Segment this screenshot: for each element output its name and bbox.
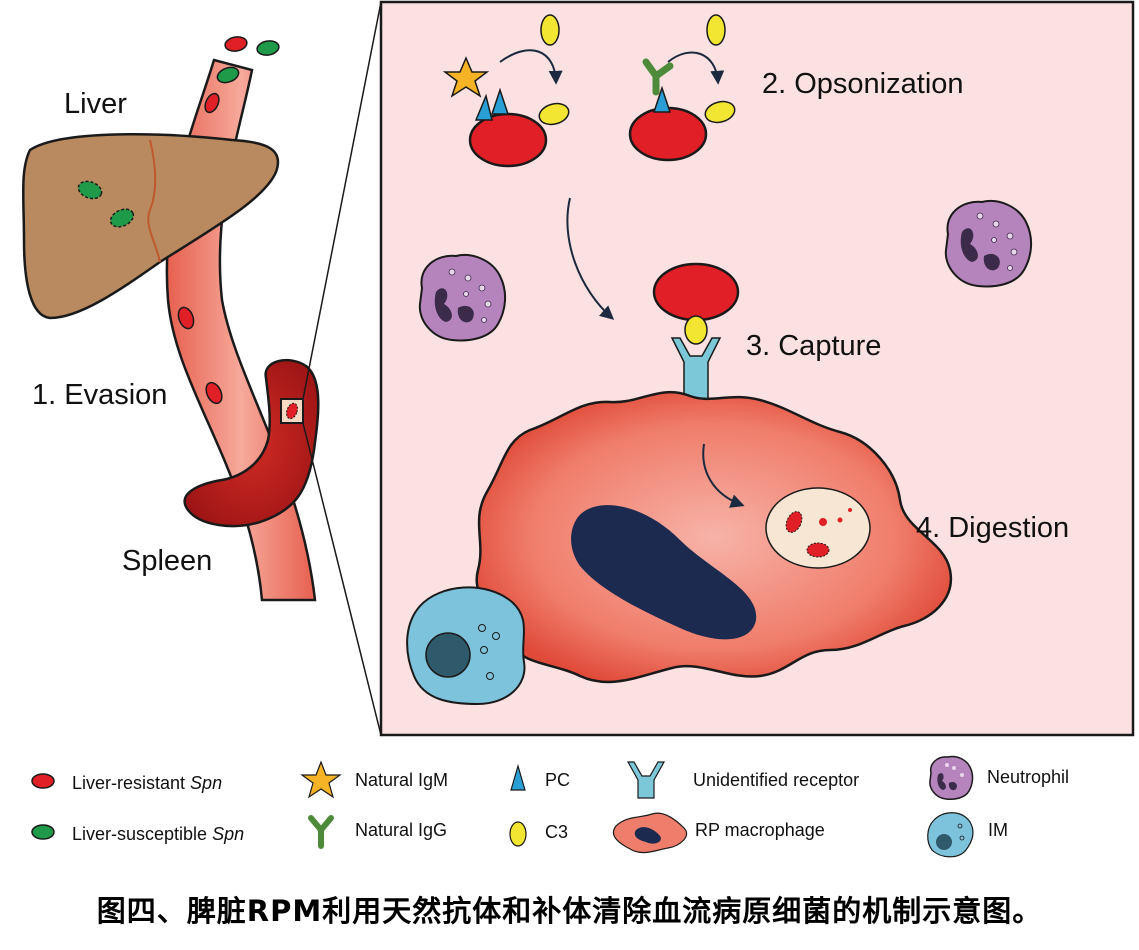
- legend-natural-igg: Natural IgG: [355, 820, 447, 840]
- legend-receptor-icon: [626, 761, 666, 799]
- legend-rp-macrophage: RP macrophage: [695, 820, 825, 840]
- igg-opsonization-complex: [628, 14, 736, 162]
- legend-liver-resistant: Liver-resistant Spn: [72, 773, 222, 793]
- spn-clearance-diagram: Liver 1. Evasion Spleen 2. Opsonization: [21, 0, 1135, 858]
- zoom-line-bottom: [302, 422, 382, 736]
- macrophage-nucleus: [571, 505, 757, 640]
- neutrophil-right: [944, 200, 1032, 288]
- legend-susceptible-swatch: [31, 824, 55, 840]
- legend-neutrophil-icon: [929, 755, 974, 800]
- rp-macrophage: [475, 390, 953, 684]
- spleen-label: Spleen: [122, 545, 212, 577]
- legend-macrophage-icon: [612, 812, 688, 854]
- capture-complex: [652, 262, 740, 401]
- legend-liver-susceptible: Liver-susceptible Spn: [72, 824, 244, 844]
- neutrophil-left: [418, 254, 506, 342]
- legend: Liver-resistant Spn Liver-susceptible Sp…: [31, 755, 1069, 858]
- phagosome: [765, 487, 871, 569]
- vessel-bacteria: [77, 36, 280, 405]
- opsonization-label: 2. Opsonization: [762, 68, 964, 100]
- igm-opsonization-complex: [442, 14, 570, 168]
- legend-igm-star-icon: [300, 760, 342, 799]
- legend-c3: C3: [545, 822, 568, 842]
- legend-neutrophil: Neutrophil: [987, 767, 1069, 787]
- legend-pc-icon: [510, 763, 526, 791]
- liver-label: Liver: [64, 88, 127, 120]
- zoom-line-top: [302, 1, 382, 400]
- legend-natural-igm: Natural IgM: [355, 770, 448, 790]
- legend-resistant-swatch: [31, 773, 55, 789]
- legend-im-icon: [927, 812, 974, 858]
- legend-unidentified-receptor: Unidentified receptor: [693, 770, 859, 790]
- legend-c3-icon: [509, 821, 527, 847]
- digestion-label: 4. Digestion: [916, 512, 1069, 544]
- legend-igg-icon: [308, 815, 334, 849]
- spleen: [183, 358, 320, 528]
- capture-label: 3. Capture: [746, 330, 881, 362]
- liver: [21, 133, 280, 320]
- arrow-to-capture: [566, 197, 615, 320]
- evasion-label: 1. Evasion: [32, 379, 167, 411]
- legend-im: IM: [988, 820, 1008, 840]
- legend-pc: PC: [545, 770, 570, 790]
- im-cell: [406, 586, 526, 706]
- figure-caption: 图四、脾脏RPM利用天然抗体和补体清除血流病原细菌的机制示意图。: [96, 894, 1043, 928]
